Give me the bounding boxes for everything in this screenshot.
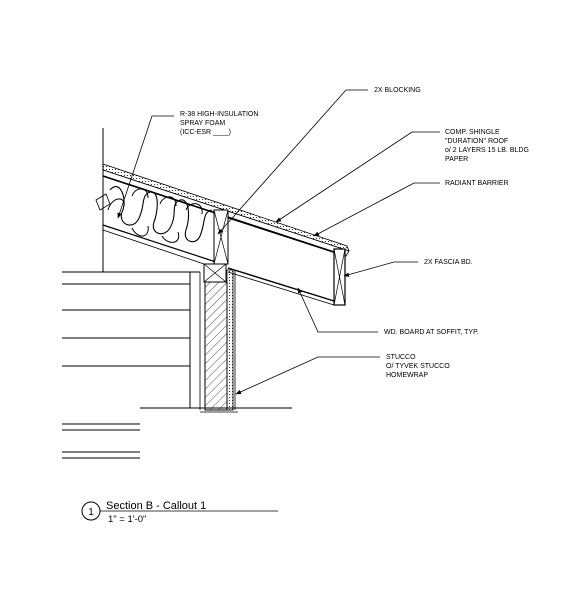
leader-radiant-barrier bbox=[313, 182, 440, 237]
fascia-board bbox=[333, 248, 346, 306]
blocking bbox=[203, 209, 229, 283]
callout-radiant-barrier: RADIANT BARRIER bbox=[445, 180, 509, 187]
exterior-wall bbox=[200, 269, 238, 413]
callout-shingle-line-1: COMP. SHINGLE bbox=[445, 129, 500, 136]
callout-shingle-line-3: o/ 2 LAYERS 15 LB. BLDG bbox=[445, 147, 529, 154]
callout-spray-foam-line-1: R-38 HIGH-INSULATION bbox=[180, 111, 258, 118]
detail-number: 1 bbox=[88, 507, 94, 518]
leader-soffit bbox=[297, 287, 378, 333]
callout-stucco-line-2: O/ TYVEK STUCCO bbox=[386, 363, 450, 370]
spray-foam-insulation bbox=[95, 186, 213, 243]
callout-spray-foam-line-2: SPRAY FOAM bbox=[180, 120, 225, 127]
leader-spray-foam bbox=[117, 115, 174, 219]
leader-lines bbox=[117, 89, 440, 395]
leader-stucco bbox=[235, 356, 380, 395]
interior-framing bbox=[62, 271, 292, 459]
leader-blocking bbox=[217, 89, 368, 235]
soffit-box bbox=[227, 217, 337, 306]
leader-fascia bbox=[343, 261, 418, 277]
callout-shingle-line-2: "DURATION" ROOF bbox=[445, 138, 508, 145]
callout-notes: 2X BLOCKING R-38 HIGH-INSULATION SPRAY F… bbox=[180, 87, 529, 379]
leader-shingle bbox=[275, 131, 440, 223]
callout-blocking: 2X BLOCKING bbox=[374, 87, 421, 94]
title-block: 1 Section B - Callout 1 1" = 1'-0" bbox=[81, 500, 278, 525]
detail-scale: 1" = 1'-0" bbox=[108, 514, 146, 525]
callout-spray-foam-line-3: (ICC-ESR ____) bbox=[180, 129, 231, 136]
callout-stucco-line-1: STUCCO bbox=[386, 354, 416, 361]
callout-stucco-line-3: HOMEWRAP bbox=[386, 372, 428, 379]
detail-title: Section B - Callout 1 bbox=[106, 500, 206, 512]
callout-soffit: WD. BOARD AT SOFFIT, TYP. bbox=[384, 329, 479, 336]
callout-shingle-line-4: PAPER bbox=[445, 156, 468, 163]
callout-fascia: 2X FASCIA BD. bbox=[424, 259, 473, 266]
